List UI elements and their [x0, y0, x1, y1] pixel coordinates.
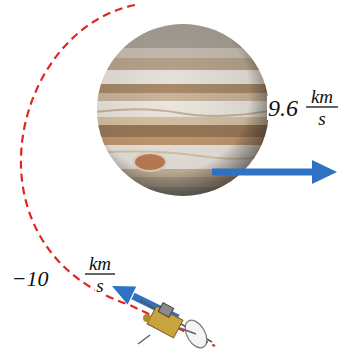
unit-denominator: s: [317, 109, 326, 128]
fraction-bar: [85, 273, 115, 274]
fraction-bar: [306, 106, 338, 107]
unit-numerator: km: [310, 87, 334, 106]
velocity-arrow: [112, 286, 178, 318]
velocity-arrow: [212, 160, 337, 184]
velocity-value: −10: [11, 268, 50, 290]
unit-denominator: s: [95, 276, 104, 295]
unit-numerator: km: [88, 254, 112, 273]
velocity-value: 9.6: [267, 96, 299, 120]
spacecraft: [138, 300, 212, 351]
